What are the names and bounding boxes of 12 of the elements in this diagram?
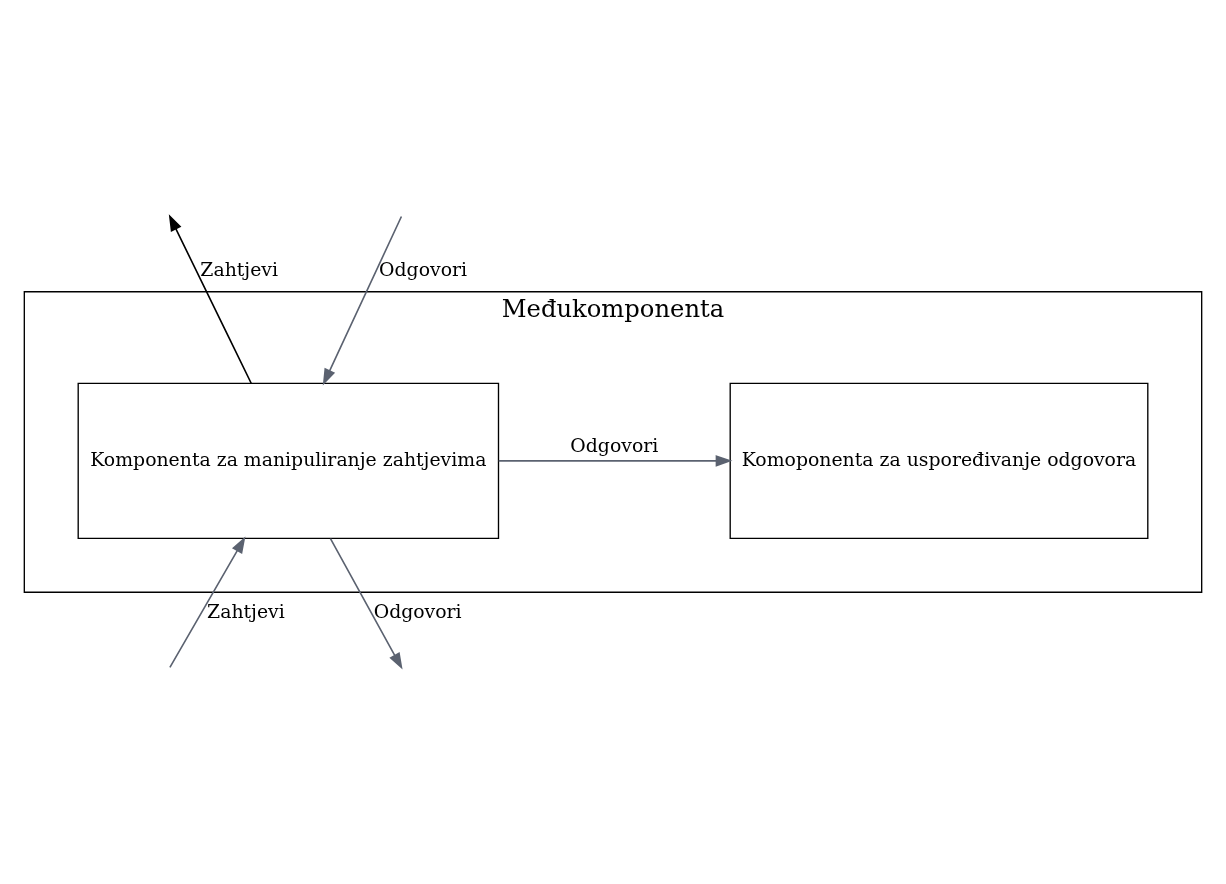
arrow [322,215,403,386]
node-box: Komponenta za manipuliranje zahtjevima [77,382,500,539]
arrow [168,214,252,385]
arrow [497,455,733,467]
node-box: Komoponenta za uspoređivanje odgovora [729,382,1149,539]
edge-label: Zahtjevi [200,258,279,280]
edge-label: Zahtjevi [207,601,285,623]
arrow [169,536,246,669]
edge-label: Odgovori [379,258,468,280]
edge-label: Odgovori [373,601,462,623]
arrow [329,537,403,670]
edge-label: Odgovori [570,434,659,456]
